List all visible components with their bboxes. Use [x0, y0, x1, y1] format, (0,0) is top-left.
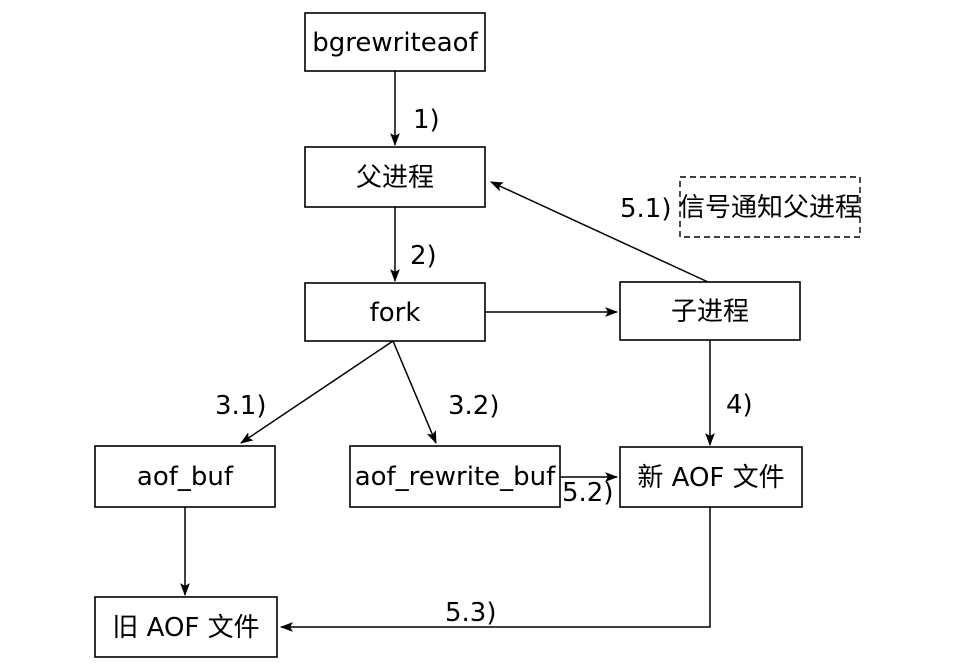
edge-step5-1-arrow [490, 181, 709, 283]
edge-labels: 1) 2) 3.1) 3.2) 4) 5.1) 5.2) 5.3) [215, 105, 753, 628]
edge-step1-label: 1) [413, 105, 440, 135]
node-aof-rewrite-buf: aof_rewrite_buf [349, 445, 561, 508]
node-bgrewriteaof: bgrewriteaof [304, 12, 486, 72]
node-new-aof-file: 新 AOF 文件 [619, 446, 803, 508]
node-box [304, 282, 486, 342]
node-box [304, 146, 486, 208]
node-label: 父进程 [356, 163, 434, 193]
node-box [619, 281, 801, 341]
node-fork: fork [304, 282, 486, 342]
edge-step5-2-label: 5.2) [562, 478, 614, 508]
node-child-process: 子进程 [619, 281, 801, 341]
node-label: fork [370, 298, 421, 328]
dashed-note-box [679, 176, 861, 238]
edge-step5-3-label: 5.3) [445, 598, 497, 628]
node-aof-buf: aof_buf [94, 445, 276, 508]
node-old-aof-file: 旧 AOF 文件 [94, 596, 278, 658]
edge-step3-1-label: 3.1) [215, 391, 267, 421]
node-label: 子进程 [671, 297, 749, 327]
node-box [304, 12, 486, 72]
edge-step5-3-arrow [279, 507, 711, 632]
edge-step5-1-label: 5.1) [620, 194, 672, 224]
edge-step3-2-label: 3.2) [448, 391, 500, 421]
edge-step4-label: 4) [726, 390, 753, 420]
node-parent-process: 父进程 [304, 146, 486, 208]
note-label: 信号通知父进程 [679, 193, 861, 223]
node-label: 新 AOF 文件 [637, 463, 784, 493]
edge-step2-label: 2) [410, 241, 437, 271]
edges [180, 71, 715, 632]
node-box [349, 445, 561, 508]
edge-step3-1-arrow [240, 340, 394, 444]
edge-step3-2-arrow [392, 340, 437, 444]
node-label: aof_rewrite_buf [355, 462, 556, 492]
node-box [619, 446, 803, 508]
node-label: bgrewriteaof [312, 28, 478, 58]
node-label: aof_buf [137, 462, 234, 492]
node-box [94, 596, 278, 658]
node-box [94, 445, 276, 508]
node-label: 旧 AOF 文件 [112, 613, 259, 643]
note-signal-notify: 信号通知父进程 [679, 176, 861, 238]
